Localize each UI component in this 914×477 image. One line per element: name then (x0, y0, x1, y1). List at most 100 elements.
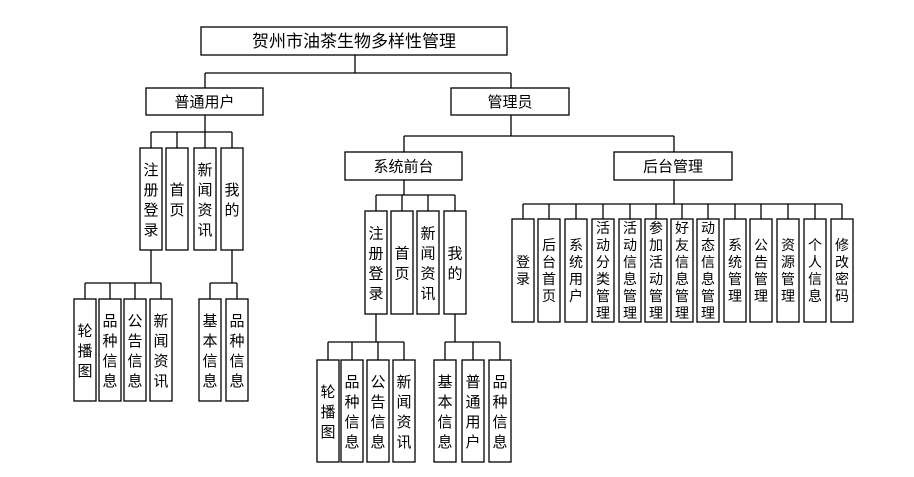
user-basic-info: 基本信息 (198, 298, 222, 402)
front-notice-info-label: 公告信息 (370, 373, 385, 451)
front-mine-box (443, 210, 467, 315)
front-variety-info-label: 品种信息 (344, 373, 359, 451)
front-carousel-box (316, 359, 340, 463)
back-item-3: 活动分类管理 (591, 218, 615, 323)
back-item-10-label: 资源管理 (781, 238, 795, 305)
front-node-box (344, 151, 463, 181)
user-mine: 我的 (220, 147, 244, 251)
front-mine-variety: 品种信息 (488, 359, 512, 463)
back-item-1-box (537, 218, 561, 323)
front-register-login-box (364, 210, 388, 315)
front-normal-user-label: 普通用户 (465, 373, 480, 451)
back-item-11: 个人信息 (803, 218, 827, 323)
front-normal-user-box (461, 359, 485, 463)
back-item-5: 参加活动管理 (644, 218, 668, 323)
front-news-label: 新闻资讯 (420, 224, 435, 302)
front-register-login-label: 注册登录 (368, 224, 383, 302)
user-node-label: 普通用户 (174, 93, 234, 111)
user-basic-info-label: 基本信息 (202, 312, 217, 390)
admin-node-box (450, 87, 570, 116)
back-item-6: 好友信息管理 (670, 218, 694, 323)
admin-node: 管理员 (450, 87, 570, 116)
back-item-10-box (776, 218, 800, 323)
front-basic-info: 基本信息 (433, 359, 457, 463)
back-item-8-box (723, 218, 747, 323)
back-item-12-box (830, 218, 854, 323)
front-news-box (416, 210, 440, 315)
user-home: 首页 (165, 147, 189, 251)
back-item-2: 系统用户 (564, 218, 588, 323)
admin-node-label: 管理员 (487, 93, 532, 111)
back-item-12-label: 修改密码 (835, 238, 849, 305)
back-node-box (613, 151, 733, 181)
front-mine-label: 我的 (447, 244, 462, 282)
front-home-box (390, 210, 414, 315)
back-item-11-box (803, 218, 827, 323)
user-node-box (145, 87, 264, 116)
front-mine-variety-box (488, 359, 512, 463)
front-notice-info-box (366, 359, 390, 463)
user-variety-info: 品种信息 (98, 298, 122, 402)
back-item-7: 动态信息管理 (696, 218, 720, 323)
user-carousel-box (73, 298, 97, 402)
user-home-label: 首页 (169, 181, 184, 219)
back-item-4-label: 活动信息管理 (623, 221, 637, 322)
user-basic-info-box (198, 298, 222, 402)
front-news-info-label: 新闻资讯 (396, 373, 411, 451)
back-item-8: 系统管理 (723, 218, 747, 323)
user-variety-info-label: 品种信息 (102, 312, 117, 390)
root-title: 贺州市油茶生物多样性管理 (200, 26, 508, 56)
back-item-1-label: 后台首页 (542, 238, 556, 305)
front-news-info: 新闻资讯 (392, 359, 416, 463)
user-register-login-box (139, 147, 163, 251)
user-mine-box (220, 147, 244, 251)
back-item-0-box (511, 218, 535, 323)
front-home: 首页 (390, 210, 414, 315)
diagram-nodes: 贺州市油茶生物多样性管理普通用户管理员系统前台后台管理注册登录首页新闻资讯我的轮… (73, 26, 854, 463)
user-carousel: 轮播图 (73, 298, 97, 402)
front-mine-variety-label: 品种信息 (492, 373, 507, 451)
user-notice-info-label: 公告信息 (127, 312, 142, 390)
back-item-7-box (696, 218, 720, 323)
back-item-8-label: 系统管理 (728, 238, 742, 305)
back-item-12: 修改密码 (830, 218, 854, 323)
user-news-box (193, 147, 217, 251)
back-item-3-label: 活动分类管理 (596, 221, 610, 322)
user-news-label: 新闻资讯 (197, 161, 212, 239)
user-news-info-box (149, 298, 173, 402)
user-notice-info: 公告信息 (123, 298, 147, 402)
front-notice-info: 公告信息 (366, 359, 390, 463)
back-item-9-box (749, 218, 773, 323)
front-node-label: 系统前台 (373, 158, 433, 176)
connector-lines (84, 55, 843, 360)
back-item-11-label: 个人信息 (808, 238, 822, 305)
user-node: 普通用户 (145, 87, 264, 116)
front-carousel: 轮播图 (316, 359, 340, 463)
back-item-9-label: 公告管理 (754, 238, 768, 305)
back-item-4: 活动信息管理 (618, 218, 642, 323)
user-carousel-label: 轮播图 (77, 322, 92, 380)
root-title-label: 贺州市油茶生物多样性管理 (252, 32, 456, 52)
back-item-5-box (644, 218, 668, 323)
back-item-0: 登录 (511, 218, 535, 323)
user-home-box (165, 147, 189, 251)
front-basic-info-box (433, 359, 457, 463)
back-item-6-box (670, 218, 694, 323)
back-item-9: 公告管理 (749, 218, 773, 323)
user-register-login-label: 注册登录 (143, 161, 158, 239)
user-news: 新闻资讯 (193, 147, 217, 251)
back-node-label: 后台管理 (643, 158, 703, 176)
front-carousel-label: 轮播图 (320, 383, 335, 441)
back-item-6-label: 好友信息管理 (675, 221, 689, 322)
front-register-login: 注册登录 (364, 210, 388, 315)
front-node: 系统前台 (344, 151, 463, 181)
front-news: 新闻资讯 (416, 210, 440, 315)
back-item-4-box (618, 218, 642, 323)
back-item-2-box (564, 218, 588, 323)
back-item-1: 后台首页 (537, 218, 561, 323)
front-variety-info-box (340, 359, 364, 463)
back-item-7-label: 动态信息管理 (701, 221, 715, 322)
user-news-info: 新闻资讯 (149, 298, 173, 402)
back-item-10: 资源管理 (776, 218, 800, 323)
